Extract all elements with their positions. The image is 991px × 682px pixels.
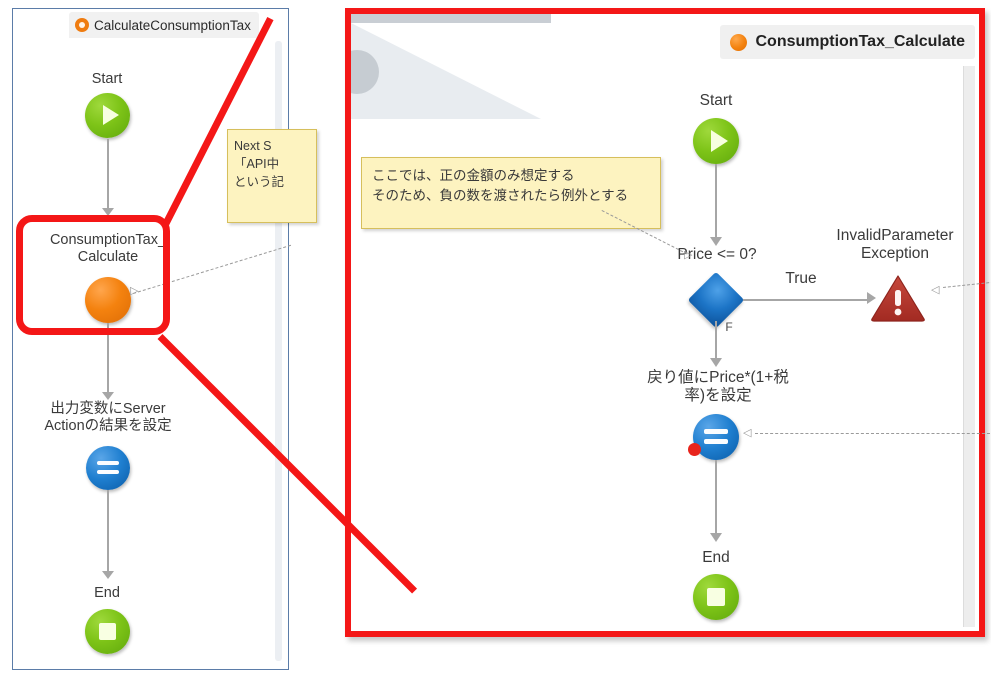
right-edge-assign-end <box>715 460 717 536</box>
server-action-dot-icon <box>730 33 748 51</box>
right-node-label-exception: InvalidParameter Exception <box>836 227 954 262</box>
note-to-decision-head: ▷ <box>684 249 693 261</box>
right-node-assign[interactable] <box>693 414 739 460</box>
highlight-focus-box <box>16 215 170 335</box>
right-edge-decision-exception <box>743 299 871 301</box>
right-node-label-end: End <box>702 549 730 566</box>
assign-side-connector <box>755 433 991 434</box>
left-edge-arrow-2 <box>102 392 114 400</box>
assign-side-head: ◁ <box>743 427 752 439</box>
left-edge-arrow-3 <box>102 571 114 579</box>
right-detail-panel: ConsumptionTax_Calculate Start Price <= … <box>345 8 991 637</box>
right-node-exception[interactable] <box>870 273 926 323</box>
left-edge-assign-end <box>107 490 109 574</box>
left-note-line-1: Next S <box>234 139 272 153</box>
tab-label: CalculateConsumptionTax <box>94 17 251 33</box>
stop-icon <box>99 623 116 640</box>
canvas-corner-shade <box>351 14 551 124</box>
left-edge-action-assign <box>107 323 109 395</box>
left-sticky-note[interactable]: Next S 「API中 という記 <box>227 129 317 223</box>
right-edge-arrow-false <box>710 358 722 367</box>
right-tab-label: ConsumptionTax_Calculate <box>755 33 965 50</box>
play-icon <box>103 105 119 125</box>
left-panel-scrollbar[interactable] <box>275 41 282 661</box>
right-panel-scrollbar[interactable] <box>963 66 975 627</box>
left-node-label-start: Start <box>91 71 123 87</box>
tab-calculate-consumption-tax[interactable]: CalculateConsumptionTax <box>69 12 259 38</box>
right-node-end[interactable] <box>693 574 739 620</box>
right-edge-label-false: F <box>725 320 733 334</box>
right-edge-arrow-2 <box>710 533 722 542</box>
right-edge-arrow-true <box>867 292 876 304</box>
right-node-start[interactable] <box>693 118 739 164</box>
left-node-start[interactable] <box>85 93 130 138</box>
right-note-line-1: ここでは、正の金額のみ想定する <box>372 168 575 183</box>
right-node-decision[interactable] <box>687 271 745 329</box>
right-node-label-assign: 戻り値にPrice*(1+税 率)を設定 <box>647 369 789 404</box>
left-node-label-action: ConsumptionTax_ Calculate <box>49 232 167 265</box>
right-node-label-decision: Price <= 0? <box>677 246 757 263</box>
right-edge-label-true: True <box>785 270 817 287</box>
equals-icon <box>704 429 728 444</box>
left-edge-start-action <box>107 139 109 211</box>
right-note-line-2: そのため、負の数を渡されたら例外とする <box>372 187 629 203</box>
left-node-label-end: End <box>94 585 120 601</box>
right-node-label-start: Start <box>699 92 733 109</box>
play-icon <box>711 130 728 152</box>
left-node-end[interactable] <box>85 609 130 654</box>
left-flow-panel: CalculateConsumptionTax Start Consumptio… <box>12 8 317 670</box>
right-sticky-note[interactable]: ここでは、正の金額のみ想定する そのため、負の数を渡されたら例外とする <box>361 157 661 229</box>
stop-icon <box>707 588 725 606</box>
left-note-connector-head: ▷ <box>130 285 139 297</box>
left-edge-arrow-1 <box>102 208 114 216</box>
right-edge-arrow-1 <box>710 237 722 246</box>
left-node-assign[interactable] <box>86 446 130 490</box>
equals-icon <box>97 461 119 474</box>
server-action-icon <box>75 18 89 32</box>
exception-side-head: ◁ <box>931 284 940 296</box>
tab-consumptiontax-calculate[interactable]: ConsumptionTax_Calculate <box>720 25 975 59</box>
right-edge-start-decision <box>715 164 717 240</box>
left-note-line-3: という記 <box>234 175 285 190</box>
right-edge-decision-assign <box>715 321 717 361</box>
left-node-label-assign: 出力変数にServer Actionの結果を設定 <box>44 401 172 434</box>
left-node-consumptiontax-calculate[interactable] <box>85 277 131 323</box>
left-note-line-2: 「API中 <box>234 157 280 172</box>
breakpoint-dot-badge[interactable] <box>688 443 701 456</box>
